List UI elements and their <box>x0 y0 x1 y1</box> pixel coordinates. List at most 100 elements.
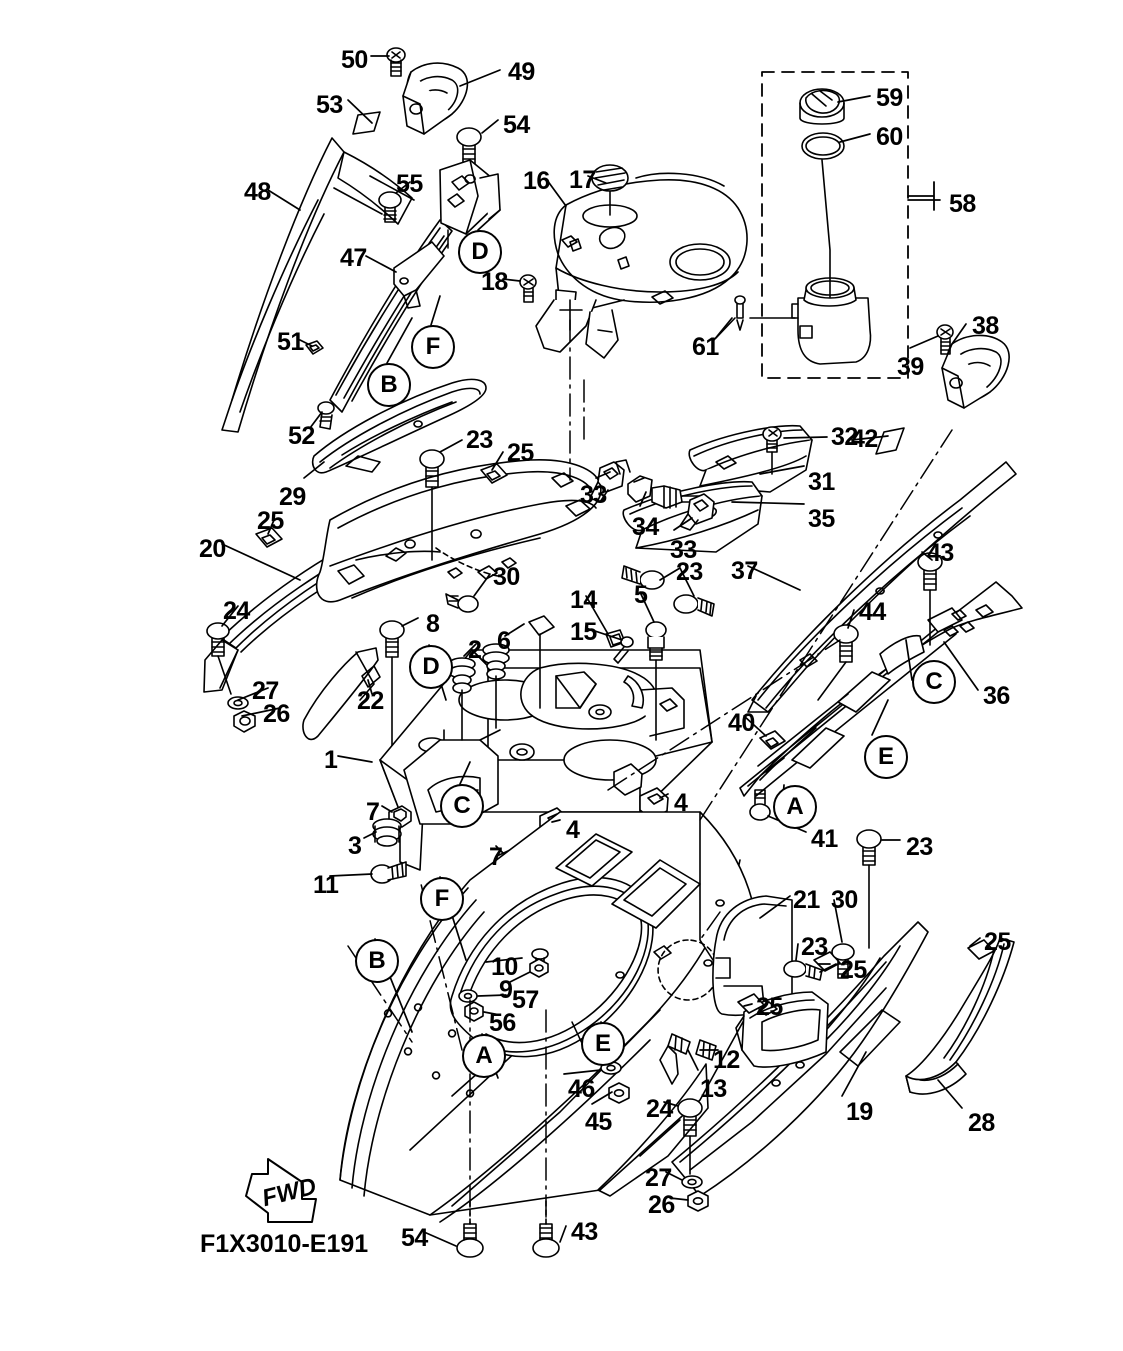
callout-label-44: 44 <box>859 598 886 626</box>
callout-label-16: 16 <box>523 167 550 195</box>
part-32-bolt <box>762 426 782 475</box>
callout-label-35: 35 <box>808 505 835 533</box>
part-18-screw <box>519 274 537 303</box>
part-38-handle-cover-right <box>941 334 1010 409</box>
callout-label-26-a: 26 <box>263 700 290 728</box>
part-8-bolt <box>379 620 405 761</box>
dashed-group-58-boundary <box>761 71 935 379</box>
callout-label-12: 12 <box>713 1046 740 1074</box>
part-2-grommet-a <box>448 657 476 741</box>
callout-label-18: 18 <box>481 268 508 296</box>
part-61-pin <box>715 295 796 339</box>
callout-label-50: 50 <box>341 46 368 74</box>
callout-label-52: 52 <box>288 422 315 450</box>
part-56-nut <box>464 1001 484 1022</box>
section-circle-a-lower: A <box>462 1034 506 1078</box>
part-36-right-rail <box>739 581 1023 797</box>
part-24-bolt <box>206 622 232 695</box>
part-6-grommet-b <box>482 615 555 729</box>
callout-label-23-d: 23 <box>801 933 828 961</box>
part-48-side-cover <box>221 137 415 433</box>
part-30-splash-deflector <box>315 459 602 603</box>
part-49-handle-cover <box>402 62 469 135</box>
part-16-front-storage-cover <box>535 172 748 359</box>
part-39-screw <box>936 324 954 355</box>
part-53-decal <box>352 111 381 135</box>
part-25-clip-b <box>480 463 508 484</box>
part-26-nut <box>233 710 256 733</box>
callout-label-30-b: 30 <box>831 886 858 914</box>
callout-label-23-b: 23 <box>676 558 703 586</box>
callout-label-43-a: 43 <box>927 539 954 567</box>
part-3-grommet <box>372 818 402 847</box>
part-51-clip <box>305 340 324 355</box>
callout-label-28: 28 <box>968 1109 995 1137</box>
callout-label-55: 55 <box>396 170 423 198</box>
part-28-mirror-fin <box>905 937 1015 1095</box>
callout-label-56: 56 <box>489 1009 516 1037</box>
callout-label-11: 11 <box>313 871 339 899</box>
part-54-bolt-top <box>456 127 482 166</box>
callout-label-1: 1 <box>324 746 338 774</box>
leader-lines <box>221 55 981 1247</box>
part-23-bolt-right <box>856 829 882 949</box>
section-circle-e-right: E <box>864 735 908 779</box>
callout-label-33-b: 33 <box>670 536 697 564</box>
callout-label-25-e: 25 <box>756 993 783 1021</box>
callout-label-54-bottom: 54 <box>401 1224 428 1252</box>
section-circle-d-center: D <box>409 645 453 689</box>
callout-label-25-b: 25 <box>257 507 284 535</box>
part-17-cap <box>591 164 629 216</box>
callout-label-25-c: 25 <box>984 928 1011 956</box>
callout-label-49: 49 <box>508 58 535 86</box>
part-54-bracket <box>439 159 501 235</box>
section-circle-b-lower: B <box>355 939 399 983</box>
part-57-washer <box>458 989 478 1003</box>
callout-label-33-a: 33 <box>580 481 607 509</box>
part-25-clip-c <box>337 564 365 585</box>
callout-label-21: 21 <box>793 886 820 914</box>
part-23-bolt-lower <box>783 960 823 981</box>
callout-label-5: 5 <box>634 581 648 609</box>
callout-label-57: 57 <box>512 986 539 1014</box>
callout-label-9: 9 <box>499 976 513 1004</box>
callout-label-53: 53 <box>316 91 343 119</box>
callout-label-23-c: 23 <box>906 833 933 861</box>
part-24-bolt-lower <box>677 1098 703 1175</box>
part-30-bolt <box>445 593 479 613</box>
part-43-bolt-right <box>917 552 943 646</box>
part-22-hood-stay <box>302 647 381 741</box>
callout-label-30-a: 30 <box>493 563 520 591</box>
callout-label-25-d: 25 <box>840 956 867 984</box>
part-15-screw <box>613 636 634 664</box>
callout-label-51: 51 <box>277 328 304 356</box>
part-59-reservoir-cap <box>799 88 845 125</box>
callout-label-34: 34 <box>632 513 659 541</box>
callout-label-39: 39 <box>897 353 924 381</box>
part-33-latch-left <box>589 461 625 503</box>
callout-label-61: 61 <box>692 333 719 361</box>
part-23-bolt-center-a <box>621 565 665 590</box>
callout-label-2: 2 <box>468 636 482 664</box>
callout-label-59: 59 <box>876 84 903 112</box>
part-30-bolt-lower <box>831 943 855 979</box>
callout-label-15: 15 <box>570 618 597 646</box>
callout-label-26-b: 26 <box>648 1191 675 1219</box>
callout-label-25-a: 25 <box>507 439 534 467</box>
fwd-arrow-label: FWD <box>259 1172 319 1213</box>
callout-label-27-b: 27 <box>645 1164 672 1192</box>
part-23-bolt-a <box>419 449 445 561</box>
part-58-reservoir-tank <box>791 159 872 365</box>
callout-label-24-b: 24 <box>646 1095 673 1123</box>
part-26-nut-lower <box>687 1190 709 1212</box>
callout-label-19: 19 <box>846 1098 873 1126</box>
callout-label-45: 45 <box>585 1108 612 1136</box>
section-circle-c-center: C <box>440 784 484 828</box>
callout-label-6: 6 <box>497 627 511 655</box>
callout-label-23-a: 23 <box>466 426 493 454</box>
callout-label-7-a: 7 <box>366 798 380 826</box>
callout-label-60: 60 <box>876 123 903 151</box>
part-31-latch-cover <box>688 424 813 493</box>
part-45-nut <box>608 1082 630 1104</box>
